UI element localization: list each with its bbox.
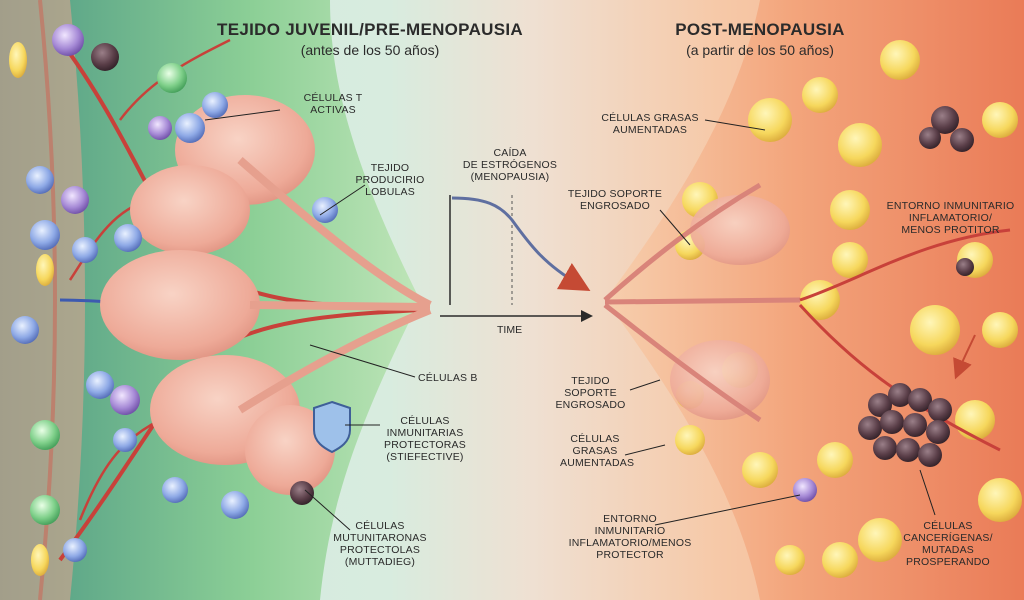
left-heading: TEJIDO JUVENIL/PRE-MENOPAUSIA (antes de … (215, 20, 525, 58)
right-breast-illustration (603, 0, 1024, 600)
estrogen-curve (451, 196, 591, 291)
right-subtitle: (a partir de los 50 años) (686, 42, 834, 58)
label-b-cells: CÉLULAS B (418, 372, 478, 384)
cancer-cell-cluster (858, 383, 952, 467)
label-cancer-cells: CÉLULAS CANCERÍGENAS/ MUTADAS PROSPERAND… (903, 520, 993, 568)
label-t-cells: CÉLULAS T ACTIVAS (303, 92, 363, 116)
graph-x-label: TIME (497, 324, 523, 336)
label-protective-cells: CÉLULAS INMUNITARIAS PROTECTORAS (STIEFE… (384, 415, 466, 463)
label-immune-bottom: ENTORNO INMUNITARIO INFLAMATORIO/MENOS P… (568, 513, 692, 561)
label-mutated-cells: CÉLULAS MUTUNITARONAS PROTECTOLAS (MUTTA… (333, 520, 427, 568)
estrogen-graph (440, 195, 593, 322)
shield-icon (313, 400, 351, 454)
left-title: TEJIDO JUVENIL/PRE-MENOPAUSIA (217, 20, 523, 39)
left-breast-illustration (0, 0, 432, 600)
label-lobules: TEJIDO PRODUCIRIO LOBULAS (355, 162, 425, 198)
blood-vessel (798, 303, 1001, 452)
label-support-bottom: TEJIDO SOPORTE ENGROSADO (555, 375, 626, 411)
blood-vessel (799, 228, 1011, 302)
label-fat-top: CÉLULAS GRASAS AUMENTADAS (601, 112, 699, 136)
graph-title: CAÍDA DE ESTRÓGENOS (MENOPAUSIA) (462, 147, 558, 183)
leader-lines (204, 109, 936, 531)
label-support-top: TEJIDO SOPORTE ENGROSADO (567, 188, 663, 212)
label-fat-bottom: CÉLULAS GRASAS AUMENTADAS (560, 433, 635, 469)
right-heading: POST-MENOPAUSIA (a partir de los 50 años… (660, 20, 860, 58)
label-immune-top: ENTORNO INMUNITARIO INFLAMATORIO/ MENOS … (886, 200, 1015, 236)
right-title: POST-MENOPAUSIA (675, 20, 845, 39)
left-subtitle: (antes de los 50 años) (300, 42, 440, 58)
